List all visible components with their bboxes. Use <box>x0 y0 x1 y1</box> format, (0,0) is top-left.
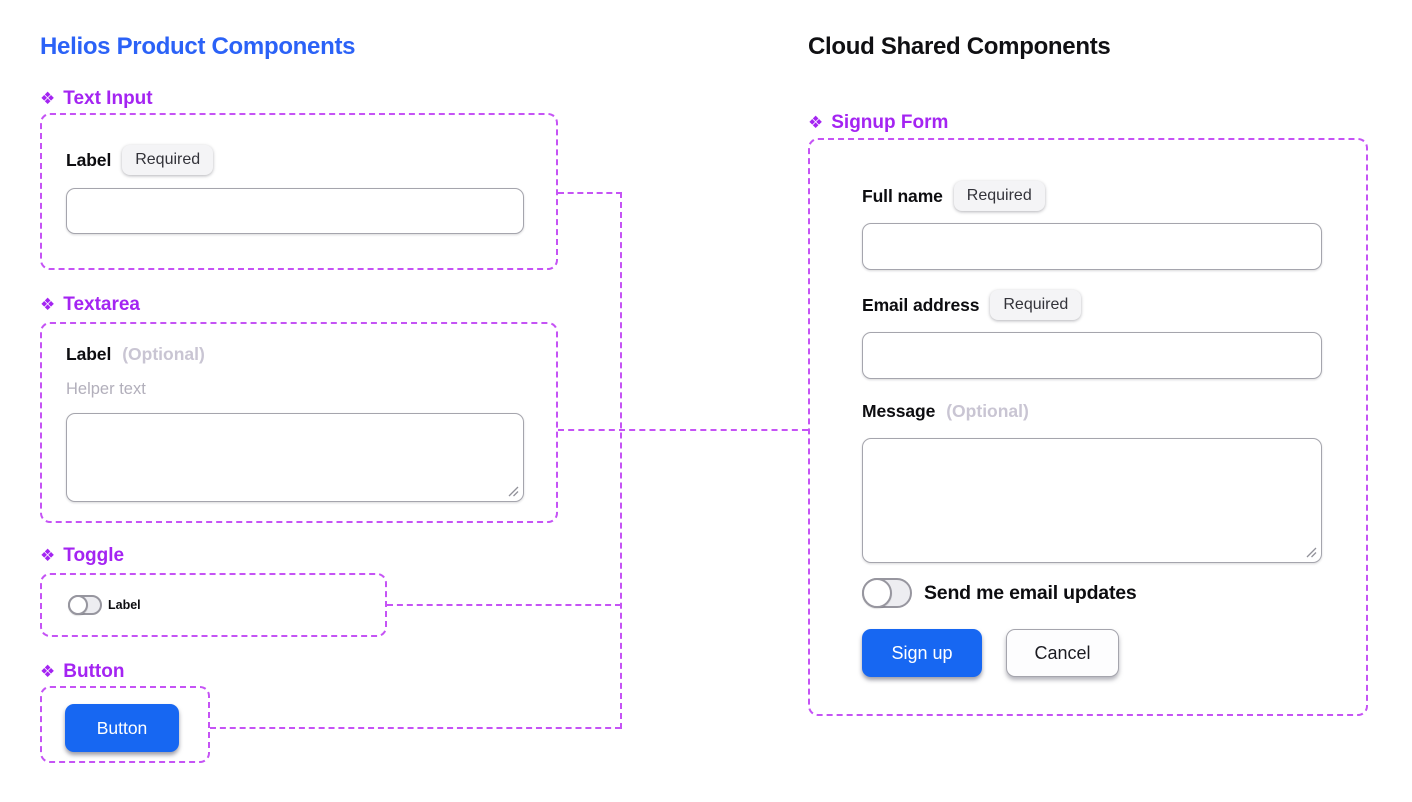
connector-button <box>210 727 621 729</box>
cancel-button[interactable]: Cancel <box>1006 629 1119 677</box>
sample-button[interactable]: Button <box>65 704 179 752</box>
message-field-wrap <box>862 438 1322 563</box>
text-input-field[interactable] <box>66 188 524 234</box>
field-label: Message <box>862 401 936 421</box>
text-input-annotation-box <box>40 113 558 270</box>
toggle-label: Label <box>108 598 141 612</box>
component-diamond-icon: ❖ <box>40 545 56 566</box>
button-annotation-box <box>40 686 210 763</box>
toggle-knob <box>862 578 892 608</box>
required-badge: Required <box>990 290 1082 320</box>
section-heading-toggle: ❖ Toggle <box>40 545 124 567</box>
full-name-label-row: Full name Required <box>862 181 1045 211</box>
signup-form-annotation-box <box>808 138 1368 716</box>
message-textarea[interactable] <box>862 438 1322 563</box>
component-diamond-icon: ❖ <box>40 88 56 109</box>
textarea-annotation-box <box>40 322 558 523</box>
right-panel-title: Cloud Shared Components <box>808 33 1111 60</box>
component-diamond-icon: ❖ <box>40 294 56 315</box>
left-panel-title: Helios Product Components <box>40 33 356 60</box>
optional-tag: (Optional) <box>122 344 205 364</box>
component-diamond-icon: ❖ <box>40 661 56 682</box>
section-heading-label: Toggle <box>63 545 125 566</box>
toggle-knob <box>68 595 88 615</box>
section-heading-label: Text Input <box>63 88 153 109</box>
field-label: Label <box>66 344 112 364</box>
section-heading-label: Textarea <box>63 294 141 315</box>
connector-text-input <box>558 192 622 194</box>
email-updates-toggle[interactable] <box>862 578 912 608</box>
field-label: Label <box>66 149 112 170</box>
connector-trunk <box>620 192 622 729</box>
helper-text: Helper text <box>66 380 146 398</box>
email-label-row: Email address Required <box>862 290 1082 320</box>
field-label: Full name <box>862 185 943 206</box>
email-updates-toggle-label: Send me email updates <box>924 582 1137 604</box>
field-label: Email address <box>862 294 980 315</box>
required-badge: Required <box>122 145 214 175</box>
section-heading-textarea: ❖ Textarea <box>40 294 140 316</box>
full-name-input[interactable] <box>862 223 1322 270</box>
text-input-label-row: Label Required <box>66 145 214 175</box>
toggle-annotation-box <box>40 573 387 637</box>
connector-textarea <box>558 429 808 431</box>
optional-tag: (Optional) <box>946 401 1029 421</box>
message-label-row: Message (Optional) <box>862 401 1029 422</box>
sign-up-button[interactable]: Sign up <box>862 629 982 677</box>
required-badge: Required <box>953 181 1045 211</box>
section-heading-button: ❖ Button <box>40 661 124 683</box>
textarea-label-row: Label (Optional) <box>66 344 205 365</box>
component-diamond-icon: ❖ <box>808 112 824 133</box>
section-heading-label: Button <box>63 661 125 682</box>
toggle-switch[interactable] <box>68 595 102 615</box>
section-heading-text-input: ❖ Text Input <box>40 88 153 110</box>
textarea-field[interactable] <box>66 413 524 502</box>
connector-toggle <box>387 604 621 606</box>
textarea-field-wrap <box>66 413 524 502</box>
email-input[interactable] <box>862 332 1322 379</box>
section-heading-signup-form: ❖ Signup Form <box>808 112 948 134</box>
section-heading-label: Signup Form <box>831 112 949 133</box>
